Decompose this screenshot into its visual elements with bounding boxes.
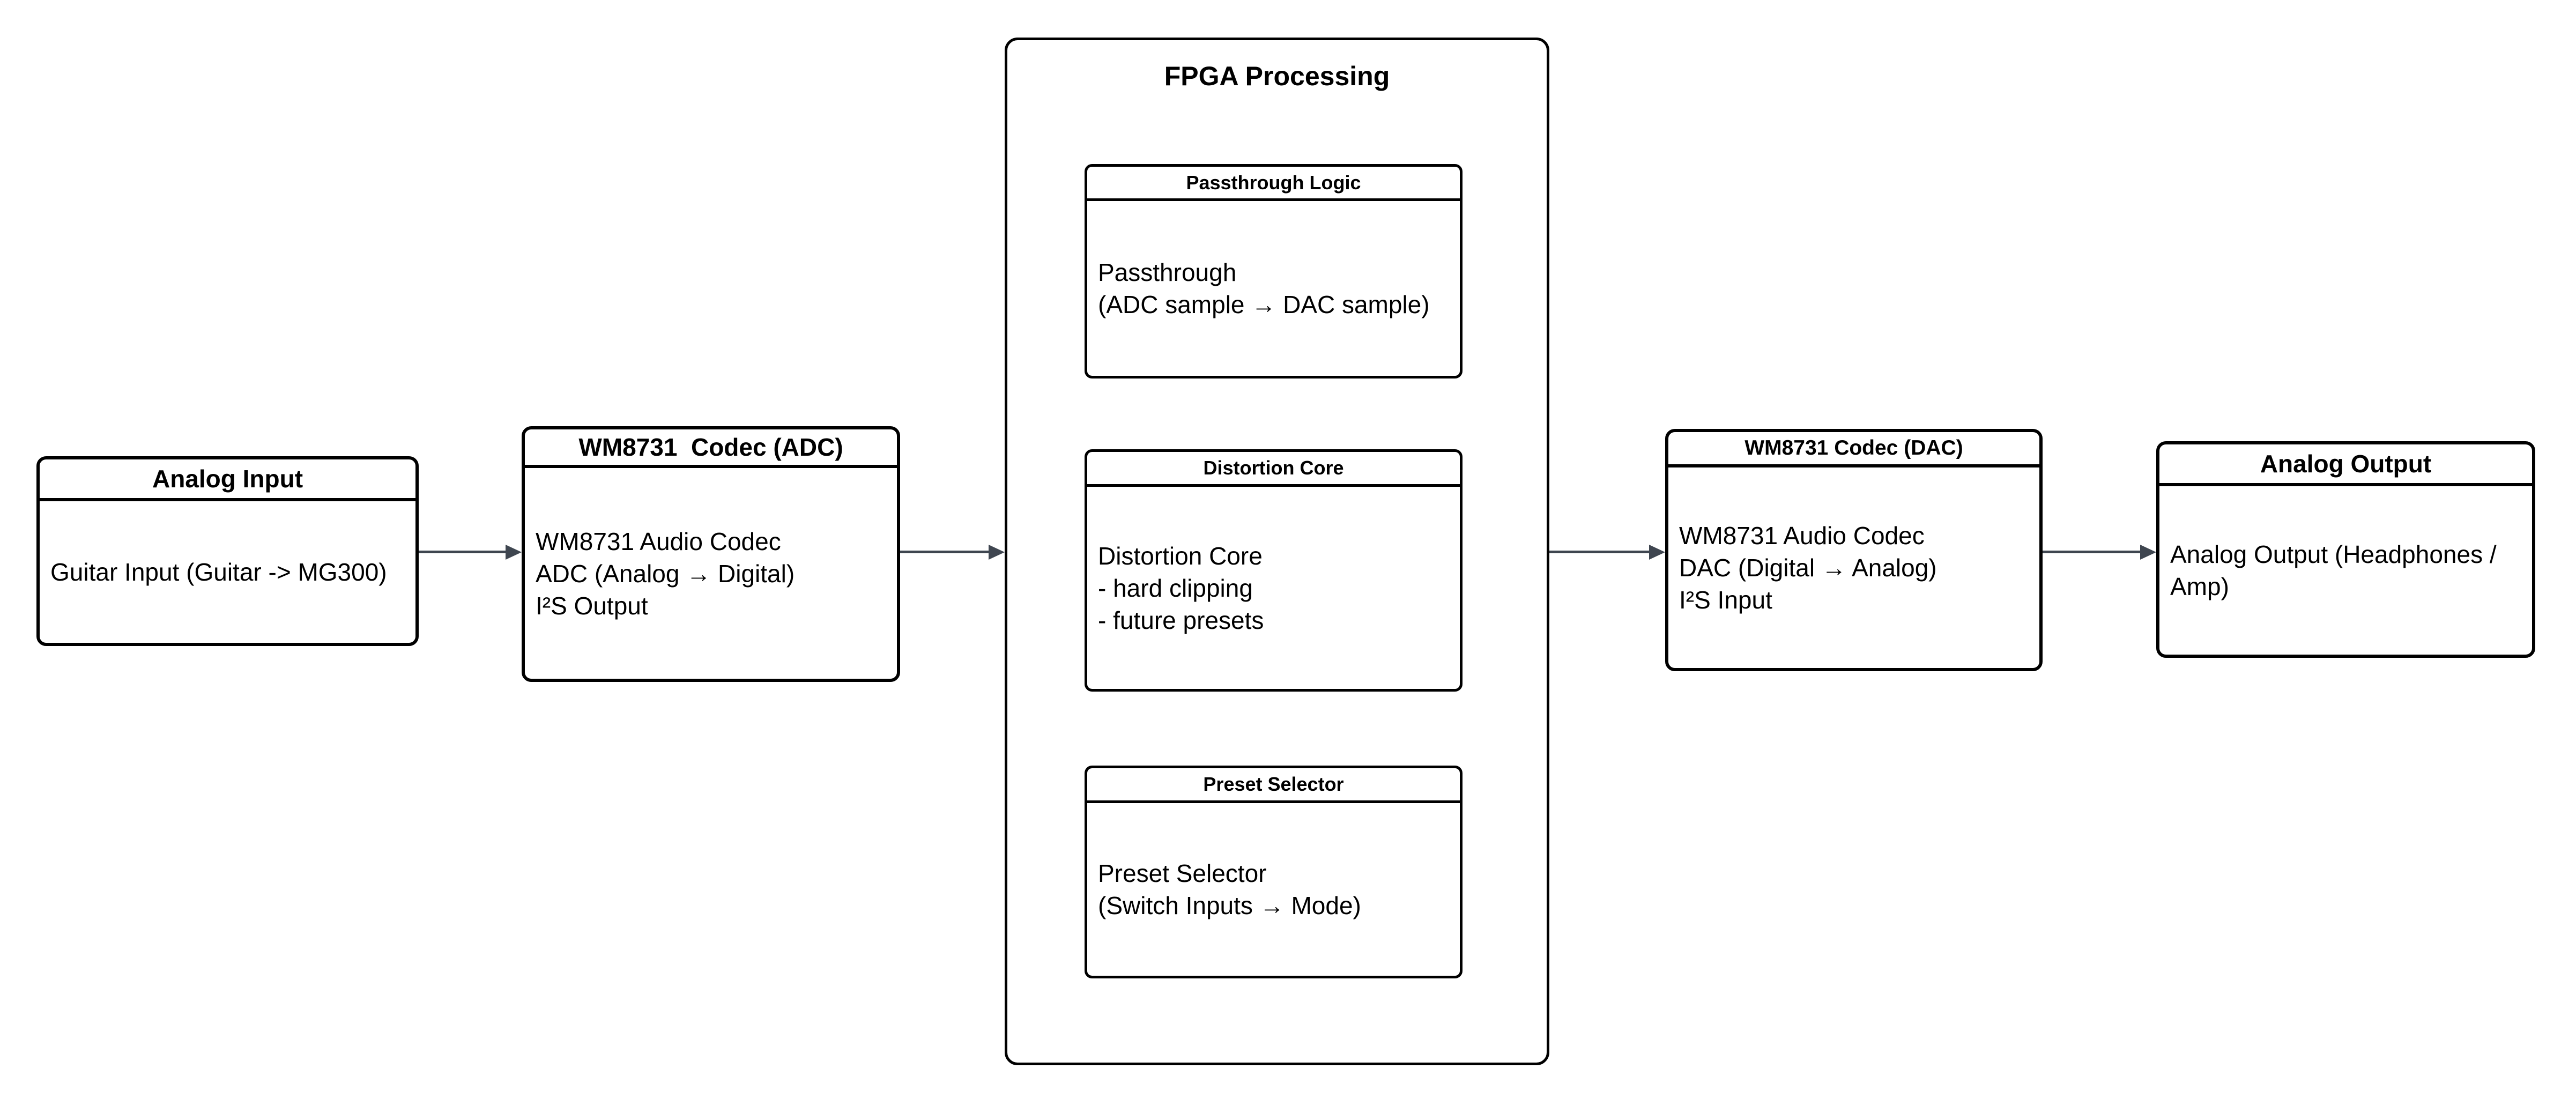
arrow-head — [2140, 545, 2156, 560]
node-title: WM8731 Codec (DAC) — [1668, 432, 2039, 467]
node-preset-selector: Preset Selector Preset Selector (Switch … — [1085, 766, 1463, 978]
arrow-head — [989, 545, 1005, 560]
node-title: Passthrough Logic — [1087, 167, 1460, 201]
node-passthrough-logic: Passthrough Logic Passthrough (ADC sampl… — [1085, 164, 1463, 378]
node-body-line: I²S Output — [536, 591, 648, 620]
node-wm8731-adc: WM8731 Codec (ADC) WM8731 Audio Codec AD… — [522, 426, 900, 682]
node-body: WM8731 Audio Codec DAC (Digital → Analog… — [1668, 467, 2039, 668]
arrow-head — [1649, 545, 1665, 560]
node-body-line: I²S Input — [1679, 586, 1772, 614]
node-body: WM8731 Audio Codec ADC (Analog → Digital… — [525, 468, 897, 679]
node-body: Analog Output (Headphones / Amp) — [2159, 486, 2532, 655]
node-body-line: WM8731 Audio Codec — [536, 527, 781, 555]
node-body-line: Guitar Input (Guitar -> MG300) — [50, 558, 387, 586]
node-body-line: ADC (Analog → Digital) — [536, 559, 795, 588]
node-body-line: Analog Output (Headphones / Amp) — [2170, 540, 2502, 600]
arrow-line — [1549, 551, 1651, 553]
fpga-group-title: FPGA Processing — [1164, 61, 1390, 91]
node-body: Passthrough (ADC sample → DAC sample) — [1087, 201, 1460, 376]
node-body-line: Distortion Core — [1098, 541, 1263, 570]
node-body-line: Passthrough — [1098, 258, 1237, 286]
node-analog-input: Analog Input Guitar Input (Guitar -> MG3… — [36, 456, 419, 646]
node-body-line: - hard clipping — [1098, 574, 1253, 602]
node-body: Distortion Core - hard clipping - future… — [1087, 487, 1460, 689]
node-wm8731-dac: WM8731 Codec (DAC) WM8731 Audio Codec DA… — [1665, 429, 2043, 671]
node-body-line: WM8731 Audio Codec — [1679, 522, 1925, 550]
node-body-line: - future presets — [1098, 606, 1264, 634]
node-distortion-core: Distortion Core Distortion Core - hard c… — [1085, 449, 1463, 692]
node-body-line: (ADC sample → DAC sample) — [1098, 291, 1430, 318]
node-body-line: (Switch Inputs → Mode) — [1098, 892, 1361, 919]
node-title: Analog Output — [2159, 444, 2532, 486]
node-analog-output: Analog Output Analog Output (Headphones … — [2156, 441, 2535, 658]
arrow-line — [900, 551, 991, 553]
node-body: Guitar Input (Guitar -> MG300) — [40, 501, 415, 643]
node-title: Preset Selector — [1087, 768, 1460, 803]
node-title: Distortion Core — [1087, 452, 1460, 487]
node-body: Preset Selector (Switch Inputs → Mode) — [1087, 803, 1460, 976]
node-title: Analog Input — [40, 459, 415, 501]
arrow-line — [2043, 551, 2142, 553]
arrow-head — [506, 545, 522, 560]
node-body-line: Preset Selector — [1098, 859, 1267, 887]
node-title: WM8731 Codec (ADC) — [525, 429, 897, 468]
arrow-line — [419, 551, 508, 553]
node-body-line: DAC (Digital → Analog) — [1679, 554, 1937, 582]
